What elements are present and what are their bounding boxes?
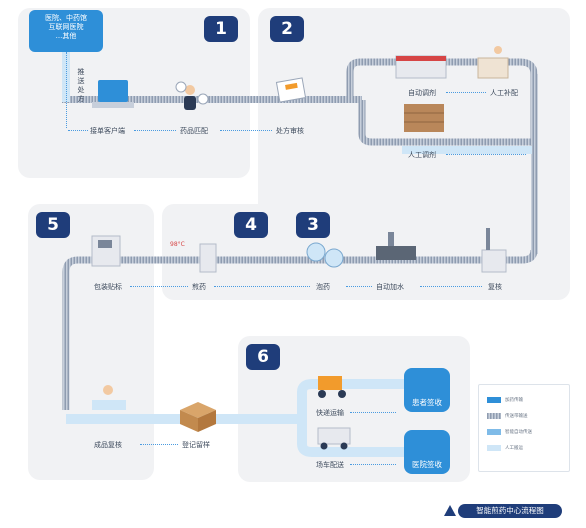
belt-top bbox=[62, 96, 362, 103]
recheck-station-icon bbox=[481, 228, 507, 273]
label-herb-match: 药品匹配 bbox=[180, 127, 208, 135]
legend-item-3: 智能自动传送 bbox=[505, 430, 532, 435]
herb-cabinet-icon bbox=[404, 104, 444, 132]
step-number-5: 5 bbox=[36, 212, 70, 238]
van-icon bbox=[317, 427, 351, 450]
flow-arrow bbox=[350, 412, 396, 413]
computer-icon bbox=[92, 80, 134, 108]
source-line-1: 医院、中药馆 bbox=[45, 14, 87, 22]
flow-arrow bbox=[68, 130, 88, 131]
label-manual-replenish: 人工补配 bbox=[490, 89, 518, 97]
legend-item-4: 人工搬运 bbox=[505, 446, 523, 451]
packing-machine-icon bbox=[91, 235, 121, 267]
flow-arrow bbox=[66, 52, 67, 128]
step-number-4: 4 bbox=[234, 212, 268, 238]
label-manual-dispense: 人工调剂 bbox=[408, 151, 436, 159]
label-register-sample: 登记留样 bbox=[182, 441, 210, 449]
step-number-6: 6 bbox=[246, 344, 280, 370]
legend-item-2: 传送带输送 bbox=[505, 414, 528, 419]
label-decoct: 煎药 bbox=[192, 283, 206, 291]
flow-arrow bbox=[130, 286, 188, 287]
prescription-icon bbox=[275, 77, 307, 103]
push-prescription-label: 推送处方 bbox=[77, 68, 85, 103]
label-receive-client: 接单客户端 bbox=[90, 127, 125, 135]
temperature-mark: 98°C bbox=[170, 241, 185, 248]
final-check-worker-icon bbox=[92, 385, 126, 410]
scooter-icon bbox=[318, 376, 346, 398]
step-number-1: 1 bbox=[204, 16, 238, 42]
flow-arrow bbox=[134, 130, 176, 131]
flow-arrow bbox=[220, 130, 272, 131]
replenish-worker-icon bbox=[477, 46, 509, 79]
flow-arrow bbox=[140, 444, 178, 445]
label-recheck: 复核 bbox=[488, 283, 502, 291]
auto-water-machine-icon bbox=[376, 232, 416, 260]
flow-arrow bbox=[420, 286, 482, 287]
belt-lower-branch bbox=[358, 100, 534, 146]
footer-title: 智能煎药中心流程图 bbox=[458, 504, 562, 518]
label-fleet: 场车配送 bbox=[316, 461, 344, 469]
sample-box-icon bbox=[180, 402, 216, 432]
patient-sign-label: 患者签收 bbox=[412, 398, 442, 407]
label-rx-review: 处方审核 bbox=[276, 127, 304, 135]
label-final-check: 成品复核 bbox=[94, 441, 122, 449]
soak-tanks-icon bbox=[306, 242, 344, 268]
flow-arrow bbox=[346, 286, 372, 287]
panel-stage-5 bbox=[28, 204, 154, 480]
flow-arrow bbox=[446, 154, 526, 155]
label-auto-water: 自动加水 bbox=[376, 283, 404, 291]
patient-sign-badge: 患者签收 bbox=[404, 368, 450, 412]
source-line-3: ...其他 bbox=[55, 32, 77, 40]
source-line-2: 互联网医院 bbox=[48, 23, 84, 31]
label-express: 快递运输 bbox=[316, 409, 344, 417]
flow-arrow bbox=[350, 464, 396, 465]
hospital-sign-label: 医院签收 bbox=[412, 460, 442, 469]
legend: 加药传输 传送带输送 智能自动传送 人工搬运 bbox=[478, 384, 570, 472]
source-box: 医院、中药馆 互联网医院 ...其他 bbox=[29, 10, 103, 52]
label-pack-label: 包装贴标 bbox=[94, 283, 122, 291]
pharmacist-icon bbox=[175, 81, 209, 110]
flow-arrow bbox=[214, 286, 310, 287]
label-soak: 泡药 bbox=[316, 283, 330, 291]
step-number-2: 2 bbox=[270, 16, 304, 42]
decoction-machine-icon: 98°C bbox=[170, 241, 217, 273]
legend-item-1: 加药传输 bbox=[505, 398, 523, 403]
step-number-3: 3 bbox=[296, 212, 330, 238]
footer-triangle-icon bbox=[444, 505, 456, 516]
auto-dispense-machine-icon bbox=[395, 55, 447, 79]
flow-arrow bbox=[446, 92, 486, 93]
hospital-sign-badge: 医院签收 bbox=[404, 430, 450, 474]
belt-right bbox=[531, 74, 538, 254]
belt-middle bbox=[62, 249, 538, 410]
label-auto-dispense: 自动调剂 bbox=[408, 89, 436, 97]
